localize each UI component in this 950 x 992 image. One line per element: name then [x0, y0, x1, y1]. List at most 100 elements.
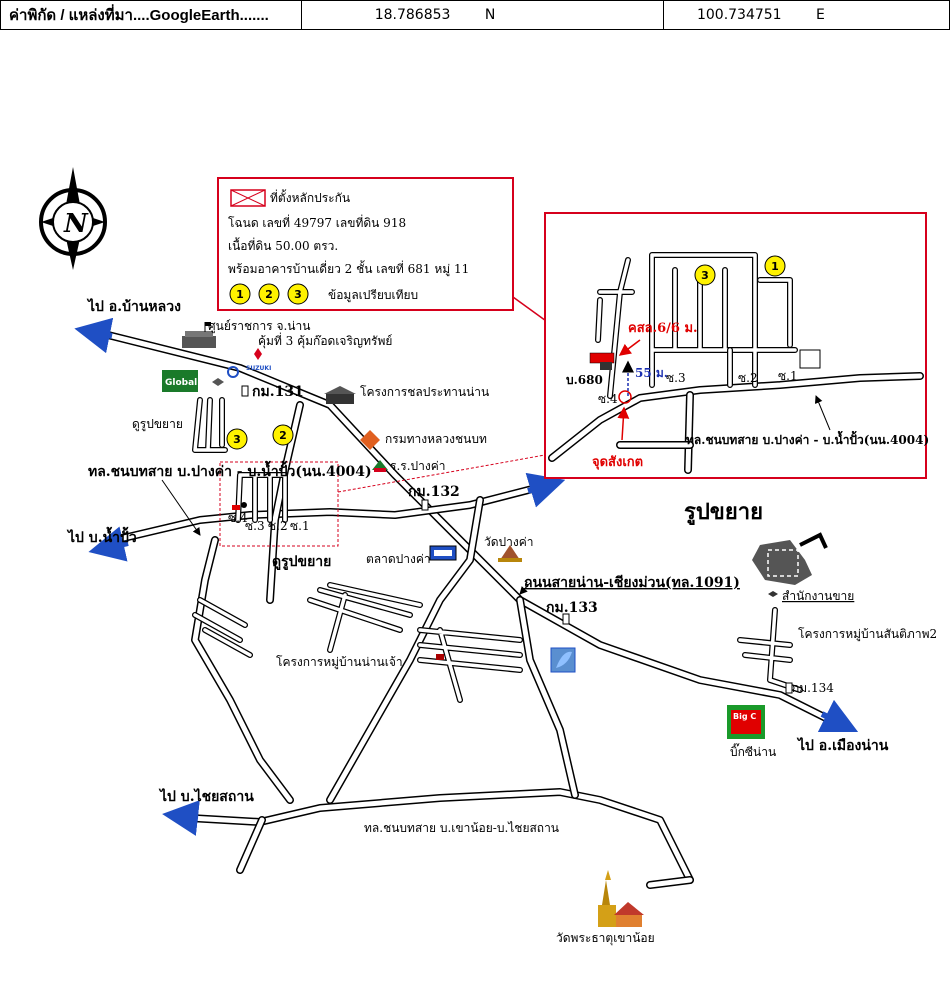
- label-sales-office: สำนักงานขาย: [782, 589, 854, 603]
- svg-text:3: 3: [701, 269, 709, 282]
- km131-post-icon: [241, 385, 249, 397]
- svg-text:SUZUKI: SUZUKI: [246, 365, 271, 372]
- inset-house-number: บ.680: [566, 373, 603, 387]
- legend-badge-2: 2: [258, 283, 280, 305]
- inset-soi-4: ซ.4: [598, 392, 618, 406]
- label-km131: กม.131: [252, 384, 304, 400]
- legend-box: ที่ตั้งหลักประกัน โฉนด เลขที่ 49797 เลขท…: [217, 177, 514, 311]
- inset-soi-2: ซ.2: [738, 371, 758, 385]
- label-bigc: บิ๊กซีน่าน: [730, 743, 776, 759]
- svg-text:3: 3: [233, 433, 241, 446]
- legend-badge-1: 1: [229, 283, 251, 305]
- label-to-chai-sathan: ไป บ.ไชยสถาน: [158, 787, 254, 805]
- km134-post-icon: [785, 682, 793, 694]
- coordinate-table: ค่าพิกัด / แหล่งที่มา....GoogleEarth....…: [0, 0, 950, 30]
- legend-deed: โฉนด เลขที่ 49797 เลขที่ดิน 918: [228, 214, 406, 230]
- label-highway-1091: ถนนสายน่าน-เชียงม่วน(ทล.1091): [524, 575, 740, 591]
- inset-landmark-circle: [618, 390, 632, 404]
- inset-culvert-label: คสล.6/6 ม.: [628, 321, 698, 336]
- inset-badge-1: 1: [764, 255, 786, 277]
- label-rural-roads-dept: กรมทางหลวงชนบท: [385, 432, 487, 446]
- label-khum3: คุ้มที่ 3 คุ้มก๊อดเจริญทรัพย์: [258, 332, 392, 349]
- compass-north-letter: N: [63, 209, 89, 239]
- sales-office-road: [799, 532, 828, 549]
- inset-road-label: ทล.ชนบทสาย บ.ปางค่า - บ.น้ำปั้ว(นน.4004): [686, 430, 929, 447]
- label-khao-noi-road: ทล.ชนบทสาย บ.เขาน้อย-บ.ไชยสถาน: [364, 821, 559, 835]
- latitude-value: 18.786853: [374, 7, 451, 23]
- bigc-logo-icon: Big C: [727, 705, 765, 739]
- label-nan-chao-village: โครงการหมู่บ้านน่านเจ้า: [276, 655, 403, 670]
- main-roads: [96, 329, 834, 889]
- zoom-connector-line: [337, 454, 546, 493]
- inset-start-arrow: [617, 406, 630, 441]
- small-zoom-collateral: [232, 502, 247, 510]
- compass-rose: N: [39, 167, 107, 270]
- label-temple-pang-kha: วัดปางค่า: [484, 535, 534, 549]
- label-temple-khao-noi: วัดพระธาตุเขาน้อย: [556, 931, 655, 946]
- label-km132: กม.132: [408, 484, 460, 500]
- legend-area: เนื้อที่ดิน 50.00 ตรว.: [228, 237, 338, 253]
- legend-building: พร้อมอาคารบ้านเดี่ยว 2 ชั้น เลขที่ 681 ห…: [228, 260, 469, 277]
- irrigation-icon: [324, 386, 356, 404]
- label-to-nam-pua: ไป บ.น้ำปั้ว: [66, 526, 137, 546]
- km132-post-icon: [421, 499, 429, 511]
- map-soi-2: ซ.2: [268, 519, 288, 533]
- highway-pointer: [519, 582, 531, 595]
- building-icon: [212, 378, 224, 386]
- svg-text:1: 1: [771, 260, 779, 273]
- school-icon: [372, 460, 388, 472]
- svg-text:3: 3: [294, 288, 302, 301]
- direction-arrows: [74, 317, 859, 836]
- gov-center-icon: [182, 322, 216, 348]
- label-market: ตลาดปางค่า: [366, 552, 431, 566]
- latitude-direction: N: [484, 7, 496, 23]
- inset-soi-3: ซ.3: [666, 371, 686, 385]
- km133-post-icon: [562, 613, 570, 625]
- label-km134: กม.134: [792, 681, 834, 695]
- legend-badge-3: 3: [287, 283, 309, 305]
- rural-road-pointer: [161, 479, 201, 536]
- svg-text:Big C: Big C: [733, 712, 756, 721]
- global-logo-icon: Global: [162, 370, 198, 392]
- sales-office-icon: [768, 591, 778, 597]
- map-badge-3: 3: [226, 428, 248, 450]
- rural-roads-dept-icon: [360, 430, 380, 450]
- temple-pang-kha-icon: [498, 545, 522, 562]
- svg-text:2: 2: [279, 429, 287, 442]
- legend-collateral-label: ที่ตั้งหลักประกัน: [270, 189, 350, 205]
- label-rural-road-4004: ทล.ชนบทสาย บ.ปางค่า - บ.น้ำปั้ว(นน.4004): [88, 460, 372, 480]
- latitude-cell: 18.786853 N: [301, 0, 664, 30]
- inset-distance-label: 55 ม.: [635, 366, 668, 380]
- suzuki-logo-icon: SUZUKI: [246, 348, 271, 372]
- nan-chao-marker-icon: [436, 654, 444, 660]
- label-see-zoom-2: ดูรูปขยาย: [272, 554, 331, 570]
- leaf-logo-icon: [550, 647, 576, 673]
- legend-comparables-label: ข้อมูลเปรียบเทียบ: [328, 288, 418, 303]
- svg-text:Global: Global: [165, 378, 197, 388]
- label-km133: กม.133: [546, 600, 598, 616]
- label-see-zoom-1: ดูรูปขยาย: [132, 417, 183, 432]
- longitude-cell: 100.734751 E: [662, 0, 950, 30]
- market-icon: [429, 545, 457, 561]
- label-santiphap-village: โครงการหมู่บ้านสันติภาพ2: [798, 627, 937, 642]
- junction-marker-icon: [227, 366, 239, 378]
- coordinate-header: ค่าพิกัด / แหล่งที่มา....GoogleEarth....…: [0, 0, 950, 32]
- zoom-inset: 3 1 คสล.6/6 ม. 55 ม. บ.680 จุดสังเกต ซ.4…: [544, 212, 929, 479]
- label-to-ban-luang: ไป อ.บ้านหลวง: [86, 297, 181, 315]
- label-gov-center: ศูนย์ราชการ จ.น่าน: [208, 319, 310, 334]
- inset-soi-1: ซ.1: [778, 369, 798, 383]
- map-badge-2: 2: [272, 424, 294, 446]
- longitude-direction: E: [816, 7, 825, 23]
- inset-badge-3: 3: [694, 264, 716, 286]
- inset-road-pointer: [814, 395, 831, 431]
- coordinate-source-label: ค่าพิกัด / แหล่งที่มา....GoogleEarth....…: [0, 0, 303, 30]
- map-soi-1: ซ.1: [290, 519, 310, 533]
- sales-office-block-icon: [752, 540, 812, 585]
- label-to-mueang-nan: ไป อ.เมืองน่าน: [796, 736, 889, 754]
- label-irrigation: โครงการชลประทานน่าน: [360, 385, 489, 399]
- longitude-value: 100.734751: [696, 7, 782, 23]
- village-streets: [192, 397, 803, 703]
- svg-text:2: 2: [265, 288, 273, 301]
- map-soi-4: ซ.4: [228, 511, 248, 525]
